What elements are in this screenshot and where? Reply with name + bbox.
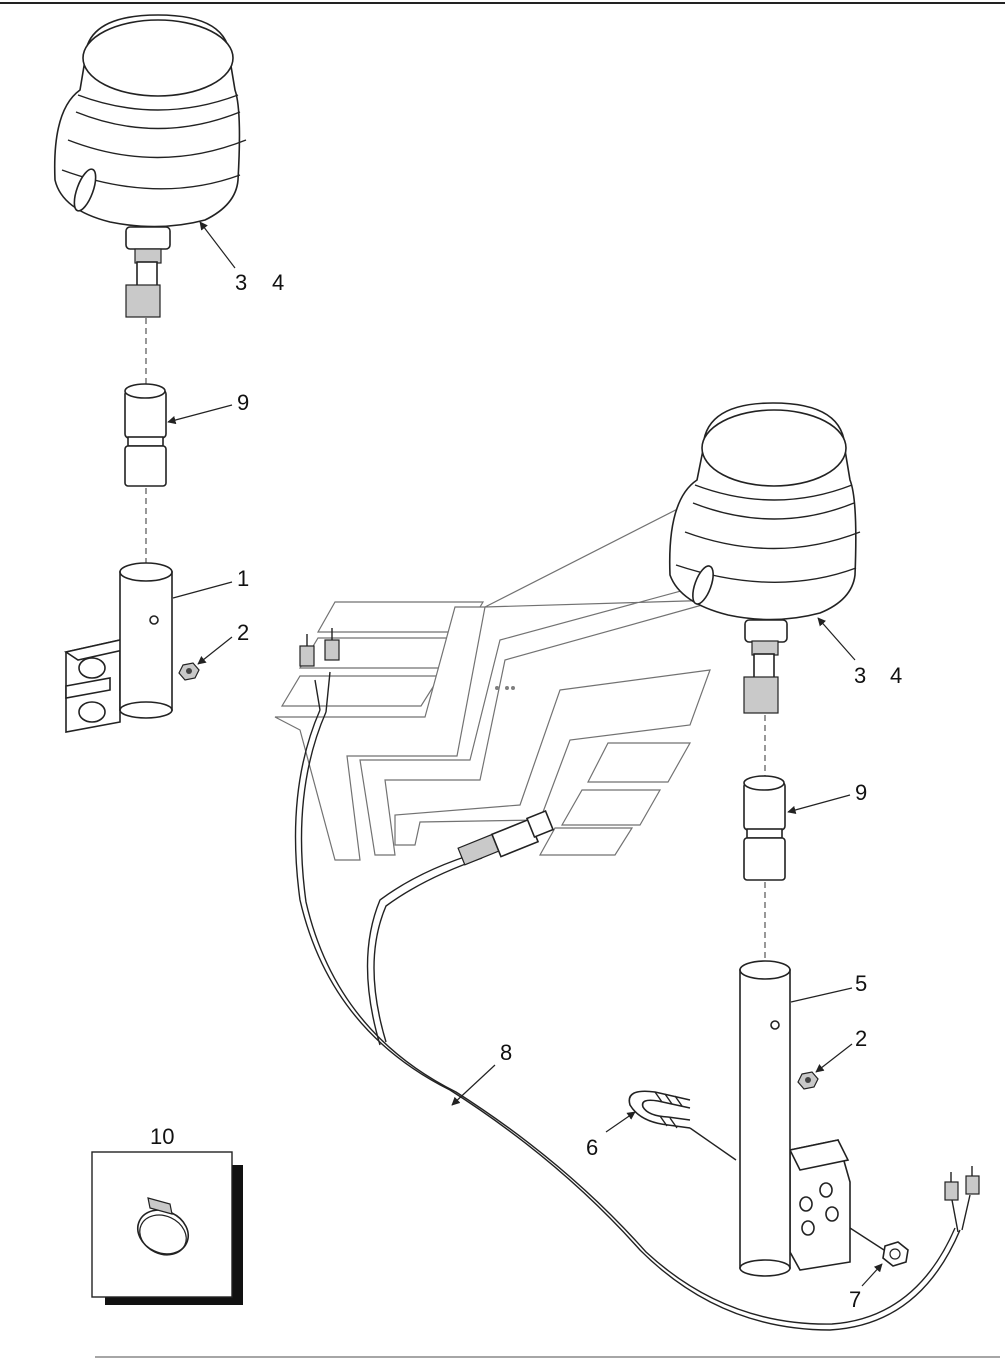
right-adapter-callout: 9 [855,780,867,805]
watermark-logo [274,460,771,861]
harness-callout: 8 [500,1040,512,1065]
right-lamp-callout-b: 4 [890,663,902,688]
left-post-callout: 1 [237,566,249,591]
u-bolt-callout: 6 [586,1135,598,1160]
clamp-callout: 10 [150,1124,174,1149]
right-beacon-lamp [668,402,861,714]
left-set-nut [178,662,200,681]
harness-connector-right [944,1166,980,1233]
right-mount-post [739,960,851,1277]
right-lamp-leader [817,617,856,661]
u-bolt [628,1090,737,1161]
left-lamp-callout-a: 3 [235,270,247,295]
clamp-inset [91,1151,243,1305]
left-adapter-leader [167,404,233,425]
u-bolt-leader [605,1111,636,1133]
hex-nut-leader [861,1263,883,1287]
left-lamp-leader [199,221,236,269]
harness-connector-left [299,628,340,713]
hose-clamp [137,1197,189,1256]
right-lamp-callout-a: 3 [854,663,866,688]
left-adapter-sleeve [124,383,167,487]
left-beacon-lamp [53,14,247,318]
hex-nut [849,1227,909,1267]
left-adapter-callout: 9 [237,390,249,415]
harness-connector-mid [457,809,555,866]
right-post-callout: 5 [855,971,867,996]
right-nut-callout: 2 [855,1026,867,1051]
left-nut-callout: 2 [237,620,249,645]
left-post-leader [172,581,233,599]
right-post-leader [790,987,853,1003]
right-set-nut [797,1071,819,1090]
hex-nut-callout: 7 [849,1287,861,1312]
right-adapter-leader [787,794,851,815]
harness-leader [451,1064,496,1106]
left-lamp-callout-b: 4 [272,270,284,295]
wiring-harness [294,628,980,1331]
right-adapter-sleeve [743,775,786,881]
left-nut-leader [197,636,233,665]
right-nut-leader [815,1043,853,1073]
left-mount-post [63,562,173,733]
